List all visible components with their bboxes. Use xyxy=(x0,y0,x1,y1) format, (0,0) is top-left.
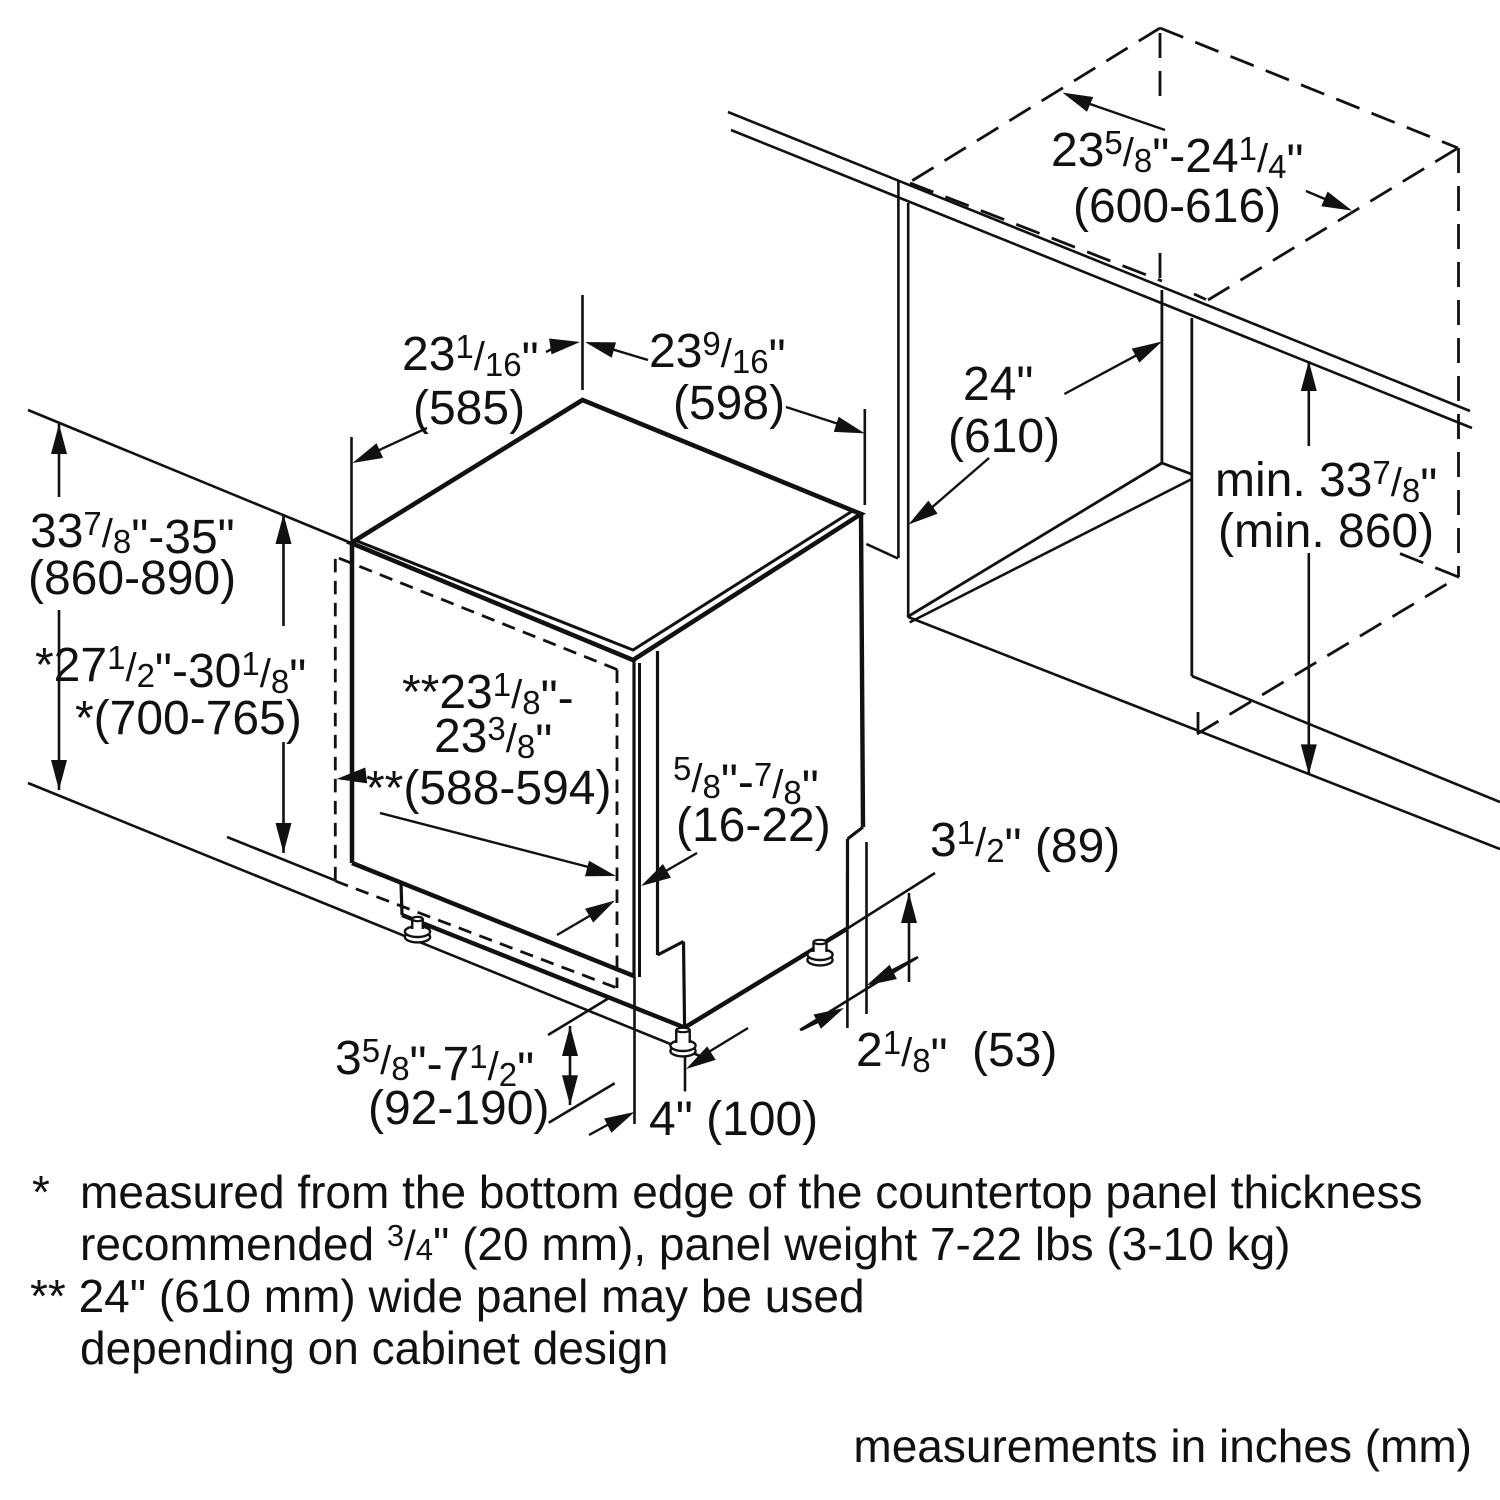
svg-text:** 24" (610 mm) wide panel may: ** 24" (610 mm) wide panel may be used xyxy=(30,1270,865,1322)
svg-text:24": 24" xyxy=(963,358,1033,411)
svg-text:measured from the bottom edge: measured from the bottom edge of the cou… xyxy=(80,1166,1422,1218)
svg-text:**(588-594): **(588-594) xyxy=(366,762,611,815)
svg-text:(610): (610) xyxy=(948,410,1060,463)
svg-text:depending on cabinet design: depending on cabinet design xyxy=(80,1322,668,1374)
svg-text:*(700-765): *(700-765) xyxy=(75,692,302,745)
svg-text:(860-890): (860-890) xyxy=(28,552,236,605)
svg-text:(92-190): (92-190) xyxy=(368,1082,549,1135)
svg-text:(min. 860): (min. 860) xyxy=(1218,505,1434,558)
svg-text:(585): (585) xyxy=(413,382,525,435)
svg-text:recommended 3/4" (20 mm), pane: recommended 3/4" (20 mm), panel weight 7… xyxy=(80,1218,1290,1270)
svg-text:21/8": 21/8" xyxy=(856,1024,948,1083)
svg-text:*: * xyxy=(32,1166,50,1218)
svg-text:337/8"-35": 337/8"-35" xyxy=(30,505,235,564)
svg-text:(598): (598) xyxy=(673,377,785,430)
svg-text:(53): (53) xyxy=(972,1024,1057,1077)
svg-text:min. 337/8": min. 337/8" xyxy=(1215,454,1437,513)
svg-text:measurements in inches (mm): measurements in inches (mm) xyxy=(853,1420,1472,1472)
svg-text:4" (100): 4" (100) xyxy=(649,1093,818,1146)
svg-text:(16-22): (16-22) xyxy=(676,799,831,852)
svg-text:**231/8"-: **231/8"- xyxy=(402,666,574,725)
svg-text:(600-616): (600-616) xyxy=(1073,180,1281,233)
